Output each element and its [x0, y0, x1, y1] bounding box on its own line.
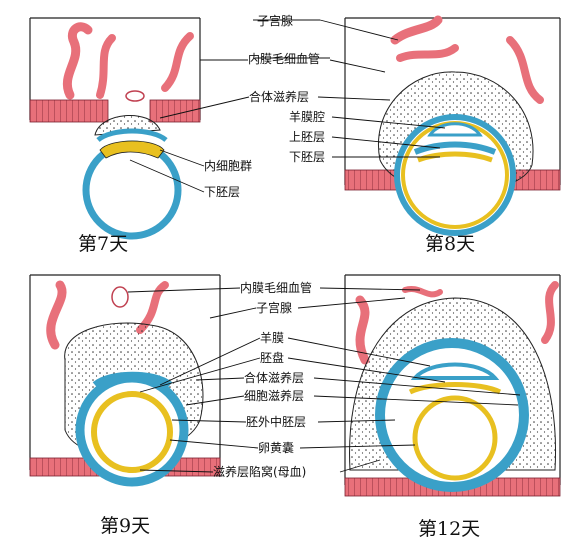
caption-day9: 第9天 [100, 515, 150, 537]
label-uterine-gland: 子宫腺 [257, 13, 293, 28]
capillary [111, 286, 129, 308]
label-embryonic-disc: 胚盘 [260, 350, 284, 365]
amniotic-cavity [427, 122, 483, 137]
label-epiblast: 上胚层 [289, 130, 325, 144]
label-yolk-sac: 卵黄囊 [258, 440, 294, 455]
label-uterine-gland-2: 子宫腺 [256, 300, 292, 315]
panel-day12 [344, 274, 561, 497]
uterine-gland [396, 44, 459, 62]
label-endometrial-capillary: 内膜毛细血管 [248, 51, 320, 66]
uterine-gland [62, 22, 93, 100]
caption-day12: 第12天 [418, 518, 480, 540]
label-amnion: 羊膜 [260, 330, 284, 345]
inner-cell-mass [99, 140, 165, 159]
uterine-gland [161, 32, 194, 92]
label-hypoblast-left: 下胚层 [204, 185, 240, 199]
label-inner-cell-mass: 内细胞群 [204, 159, 252, 173]
uterine-gland [355, 295, 370, 365]
label-lacunae: 滋养层陷窝(母血) [213, 464, 306, 479]
label-syncytiotrophoblast: 合体滋养层 [249, 89, 309, 104]
labels-bottom: 内膜毛细血管 子宫腺 羊膜 胚盘 合体滋养层 细胞滋养层 胚外中胚层 卵黄囊 滋… [127, 280, 521, 479]
label-endometrial-capillary-2: 内膜毛细血管 [240, 280, 312, 295]
label-extraembryonic-mesoderm: 胚外中胚层 [246, 414, 306, 429]
capillary [125, 90, 145, 102]
uterine-gland [506, 36, 544, 104]
label-cytotrophoblast: 细胞滋养层 [244, 388, 304, 403]
uterine-gland [402, 285, 443, 298]
panel-day7 [29, 17, 201, 240]
caption-day7: 第7天 [78, 233, 128, 255]
caption-day8: 第8天 [425, 233, 475, 255]
yolk-sac [412, 395, 498, 481]
label-amniotic-cavity: 羊膜腔 [289, 109, 325, 124]
panel-day8 [344, 15, 561, 236]
label-syncytiotrophoblast-2: 合体滋养层 [244, 370, 304, 385]
blastocyst-wall [82, 140, 182, 240]
uterine-gland [390, 15, 443, 45]
uterine-gland [46, 280, 67, 350]
uterine-gland [541, 281, 559, 344]
uterine-gland [96, 34, 116, 99]
panel-day9 [29, 274, 221, 487]
labels-top: 子宫腺 内膜毛细血管 合体滋养层 羊膜腔 上胚层 下胚层 内细胞群 下胚层 [129, 13, 446, 199]
label-hypoblast-right: 下胚层 [289, 150, 325, 164]
